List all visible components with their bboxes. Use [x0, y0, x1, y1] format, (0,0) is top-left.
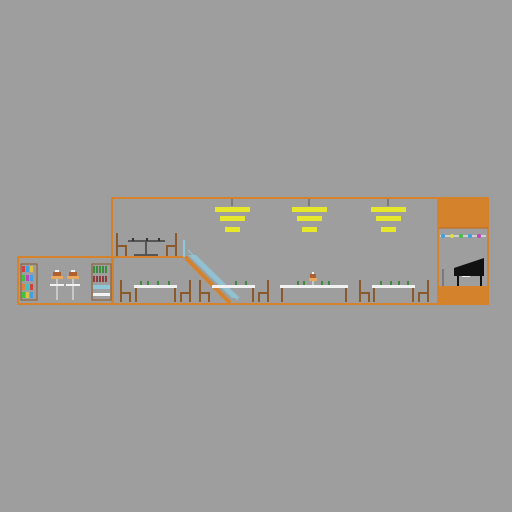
string-light-bulb — [468, 234, 472, 238]
buffet-table — [280, 272, 348, 302]
chair-right — [166, 233, 177, 256]
grand-piano — [454, 258, 484, 286]
main-hall-outline — [111, 197, 489, 305]
cake-stand-left — [50, 270, 64, 300]
chandelier-3 — [371, 199, 406, 232]
chandelier-2 — [292, 199, 327, 232]
mezzanine-tableware — [132, 238, 160, 241]
chair-4a — [359, 280, 370, 302]
string-light-bulb — [477, 234, 481, 238]
pantry-room — [20, 263, 112, 301]
string-light-bulb — [441, 234, 445, 238]
wine-rack — [91, 263, 112, 301]
centerpiece-cake — [309, 272, 317, 285]
string-light-bulb — [459, 234, 463, 238]
chair-2a — [199, 280, 210, 302]
dining-table-1 — [120, 280, 191, 302]
upper-right-panel — [439, 199, 488, 228]
building-floors — [112, 197, 488, 304]
chair-2b — [258, 280, 269, 302]
chair-1a — [120, 280, 131, 302]
bookshelf — [20, 263, 38, 301]
cake-stand-right — [66, 270, 80, 300]
dining-table-2 — [199, 280, 269, 302]
string-lights — [440, 234, 486, 238]
chandelier-1 — [215, 199, 250, 232]
chair-1b — [180, 280, 191, 302]
mezzanine-dining-set — [116, 233, 177, 256]
staircase — [184, 249, 240, 305]
chair-left — [116, 233, 127, 256]
string-light-bulb — [450, 234, 454, 238]
stage-platform — [439, 286, 488, 304]
dining-table-4 — [359, 280, 429, 302]
chair-4b — [418, 280, 429, 302]
